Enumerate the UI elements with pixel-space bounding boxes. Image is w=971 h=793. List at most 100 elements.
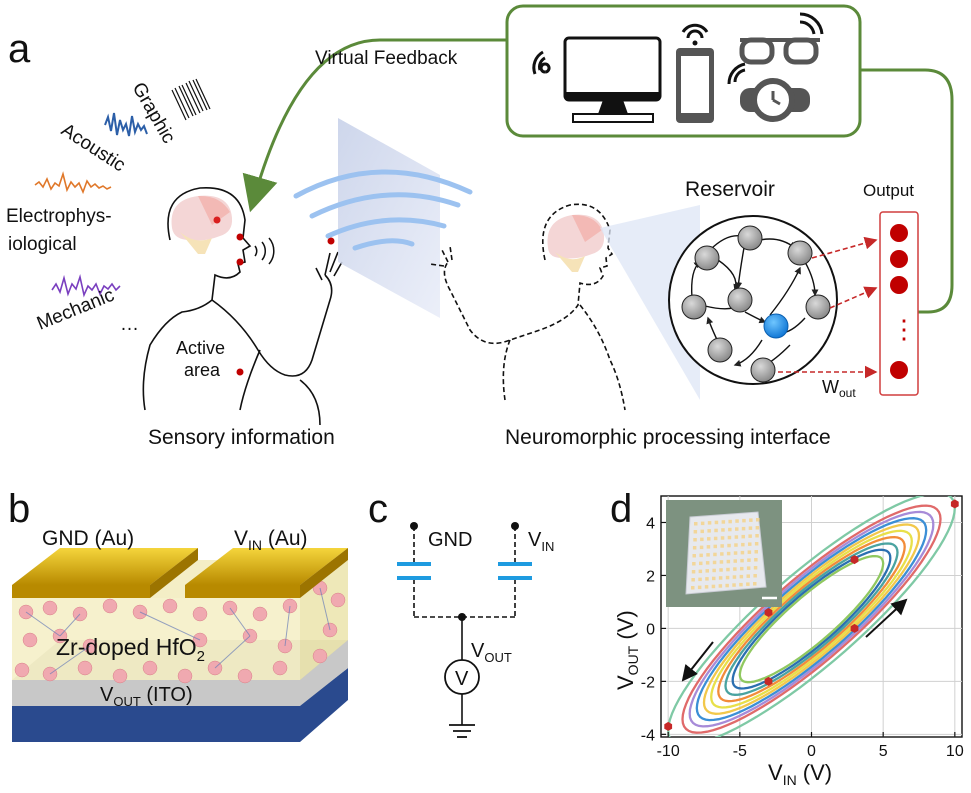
array-dot bbox=[700, 521, 705, 526]
reservoir-node bbox=[737, 225, 763, 251]
active-area-dot bbox=[236, 233, 244, 241]
reservoir-nodes bbox=[681, 225, 831, 383]
array-dot bbox=[720, 536, 725, 540]
hysteresis-loop bbox=[710, 529, 913, 709]
data-marker bbox=[664, 721, 673, 731]
array-dot bbox=[719, 560, 724, 564]
array-dot bbox=[713, 552, 717, 557]
vout-label: VOUT bbox=[471, 640, 512, 665]
active-area-label-1: Active bbox=[176, 338, 225, 358]
reservoir-node bbox=[694, 245, 720, 271]
panel-a: a Virtual Feedback bbox=[6, 4, 954, 449]
array-dot bbox=[718, 584, 723, 588]
array-dot bbox=[697, 585, 702, 590]
sweep-arrow-up bbox=[865, 598, 908, 638]
output-label: Output bbox=[863, 181, 914, 200]
array-dot bbox=[732, 575, 737, 579]
panel-a-label: a bbox=[8, 27, 31, 71]
person-figure bbox=[142, 187, 343, 426]
caption-sensory-information: Sensory information bbox=[148, 426, 335, 449]
hysteresis-loop bbox=[702, 523, 921, 715]
array-dot bbox=[694, 522, 698, 526]
array-dot bbox=[732, 583, 736, 587]
virtual-feedback-label: Virtual Feedback bbox=[315, 48, 458, 69]
array-dot bbox=[692, 546, 697, 550]
y-tick-label: -2 bbox=[641, 674, 655, 691]
active-area-label-2: area bbox=[184, 360, 221, 380]
array-dot bbox=[705, 577, 709, 581]
array-dot bbox=[720, 552, 724, 556]
panel-b-label: b bbox=[8, 487, 30, 531]
array-dot bbox=[706, 553, 710, 557]
reservoir-node bbox=[707, 337, 733, 363]
array-dot bbox=[713, 544, 717, 549]
array-dot bbox=[712, 560, 717, 565]
vin-au-label: VIN (Au) bbox=[234, 527, 308, 553]
array-dot bbox=[726, 567, 730, 572]
array-dot bbox=[728, 519, 732, 524]
feedback-line-right bbox=[860, 68, 954, 314]
output-node bbox=[890, 361, 908, 379]
capacitor-gnd bbox=[397, 562, 431, 580]
array-dot bbox=[707, 529, 711, 533]
array-dot bbox=[746, 582, 750, 586]
array-dot bbox=[727, 543, 731, 548]
array-dot bbox=[725, 583, 729, 588]
reservoir-node bbox=[805, 294, 831, 320]
array-dot bbox=[727, 535, 732, 540]
array-dot bbox=[720, 544, 724, 548]
array-dot bbox=[739, 582, 743, 587]
reservoir-node bbox=[681, 294, 707, 320]
signal-arcs bbox=[293, 169, 473, 251]
array-dot bbox=[748, 526, 753, 530]
electrophysiological-wave-icon bbox=[34, 171, 112, 195]
array-dot bbox=[753, 582, 757, 586]
zr-doped-hfo2-label: Zr-doped HfO2 bbox=[56, 634, 205, 665]
mechanic-wave-icon bbox=[51, 274, 121, 298]
vout-ito-label: VOUT (ITO) bbox=[100, 684, 193, 709]
array-dot bbox=[756, 518, 760, 522]
modality-mechanic: Mechanic bbox=[34, 285, 117, 335]
sound-waves-icon bbox=[254, 237, 275, 265]
barcode-icon bbox=[171, 78, 211, 121]
active-area-dot bbox=[236, 368, 244, 376]
array-dot bbox=[705, 569, 709, 573]
array-dot bbox=[748, 542, 752, 546]
array-dot bbox=[747, 558, 751, 562]
array-dot bbox=[693, 538, 697, 542]
hysteresis-loop bbox=[681, 504, 942, 734]
y-tick-label: 0 bbox=[646, 621, 655, 638]
data-marker bbox=[764, 676, 773, 686]
output-ellipsis: ⋮ bbox=[891, 314, 917, 344]
device-array-photo bbox=[666, 500, 782, 607]
panel-c: c V GND VIN VOUT bbox=[368, 487, 554, 738]
data-markers bbox=[664, 499, 959, 731]
smart-glasses-icon bbox=[739, 12, 824, 65]
output-node bbox=[890, 250, 908, 268]
output-node bbox=[890, 224, 908, 242]
panel-b: b bbox=[8, 487, 348, 742]
array-dot bbox=[741, 526, 746, 531]
array-dot bbox=[740, 558, 744, 563]
x-tick-label: 5 bbox=[879, 743, 888, 760]
smart-watch-icon bbox=[727, 62, 810, 122]
array-dot bbox=[721, 528, 725, 532]
array-dot bbox=[746, 574, 750, 578]
array-dot bbox=[691, 578, 695, 582]
active-area-dot bbox=[327, 237, 335, 245]
array-dot bbox=[692, 554, 696, 558]
hysteresis-loop bbox=[738, 554, 885, 684]
array-dot bbox=[706, 545, 711, 549]
array-dot bbox=[704, 585, 709, 589]
output-box bbox=[879, 211, 919, 396]
electrode-array-dots bbox=[691, 518, 760, 590]
x-tick-label: -5 bbox=[733, 743, 747, 760]
data-marker bbox=[950, 499, 959, 509]
caption-neuromorphic-interface: Neuromorphic processing interface bbox=[505, 426, 831, 449]
array-dot bbox=[691, 586, 695, 590]
vin-label: VIN bbox=[528, 529, 554, 554]
panel-d-label: d bbox=[610, 487, 632, 531]
ground-symbol bbox=[449, 724, 475, 738]
array-dot bbox=[714, 528, 718, 533]
